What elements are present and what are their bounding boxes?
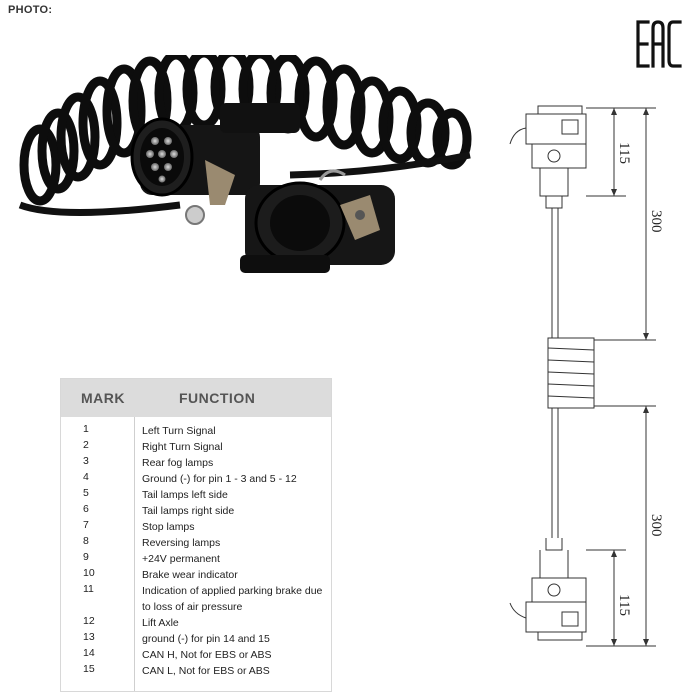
function-cell: Left Turn Signal [142, 425, 216, 437]
header-function: FUNCTION [179, 390, 256, 406]
mark-cell: 1 [83, 423, 89, 435]
mark-cell: 11 [83, 583, 94, 595]
function-cell: ground (-) for pin 14 and 15 [142, 633, 270, 645]
function-cell: CAN L, Not for EBS or ABS [142, 665, 270, 677]
mark-cell: 4 [83, 471, 89, 483]
column-divider [134, 417, 135, 691]
dim-bottom-300: 300 [648, 514, 664, 537]
mark-cell: 5 [83, 487, 89, 499]
dim-top-115: 115 [616, 142, 632, 164]
mark-cell: 7 [83, 519, 89, 531]
product-photo [18, 55, 472, 273]
mark-cell: 2 [83, 439, 89, 451]
dimension-drawing: 115 300 300 115 [509, 105, 664, 647]
mark-cell: 9 [83, 551, 89, 563]
function-cell: Ground (-) for pin 1 - 3 and 5 - 12 [142, 473, 297, 485]
function-cell: Right Turn Signal [142, 441, 223, 453]
function-cell: Brake wear indicator [142, 569, 238, 581]
table-header: MARK FUNCTION [61, 379, 331, 417]
function-cell: +24V permanent [142, 553, 220, 565]
dim-top-300: 300 [648, 210, 664, 233]
function-cell: Tail lamps left side [142, 489, 228, 501]
function-cell: Rear fog lamps [142, 457, 214, 469]
eac-mark-icon [636, 20, 682, 68]
function-cell: Tail lamps right side [142, 505, 235, 517]
mark-cell: 15 [83, 663, 95, 675]
dim-bottom-115: 115 [616, 594, 632, 616]
mark-cell: 6 [83, 503, 89, 515]
function-cell: Lift Axle [142, 617, 179, 629]
function-cell: Reversing lamps [142, 537, 221, 549]
function-cell: CAN H, Not for EBS or ABS [142, 649, 272, 661]
mark-cell: 10 [83, 567, 95, 579]
mark-cell: 14 [83, 647, 95, 659]
function-cell: Indication of applied parking brake due … [142, 585, 323, 613]
mark-cell: 13 [83, 631, 95, 643]
mark-cell: 3 [83, 455, 89, 467]
function-cell: Stop lamps [142, 521, 195, 533]
pin-function-table: MARK FUNCTION 1 Left Turn Signal 2 Right… [60, 378, 332, 692]
mark-cell: 12 [83, 615, 95, 627]
photo-label: PHOTO: [8, 4, 53, 16]
header-mark: MARK [81, 390, 125, 406]
mark-cell: 8 [83, 535, 89, 547]
